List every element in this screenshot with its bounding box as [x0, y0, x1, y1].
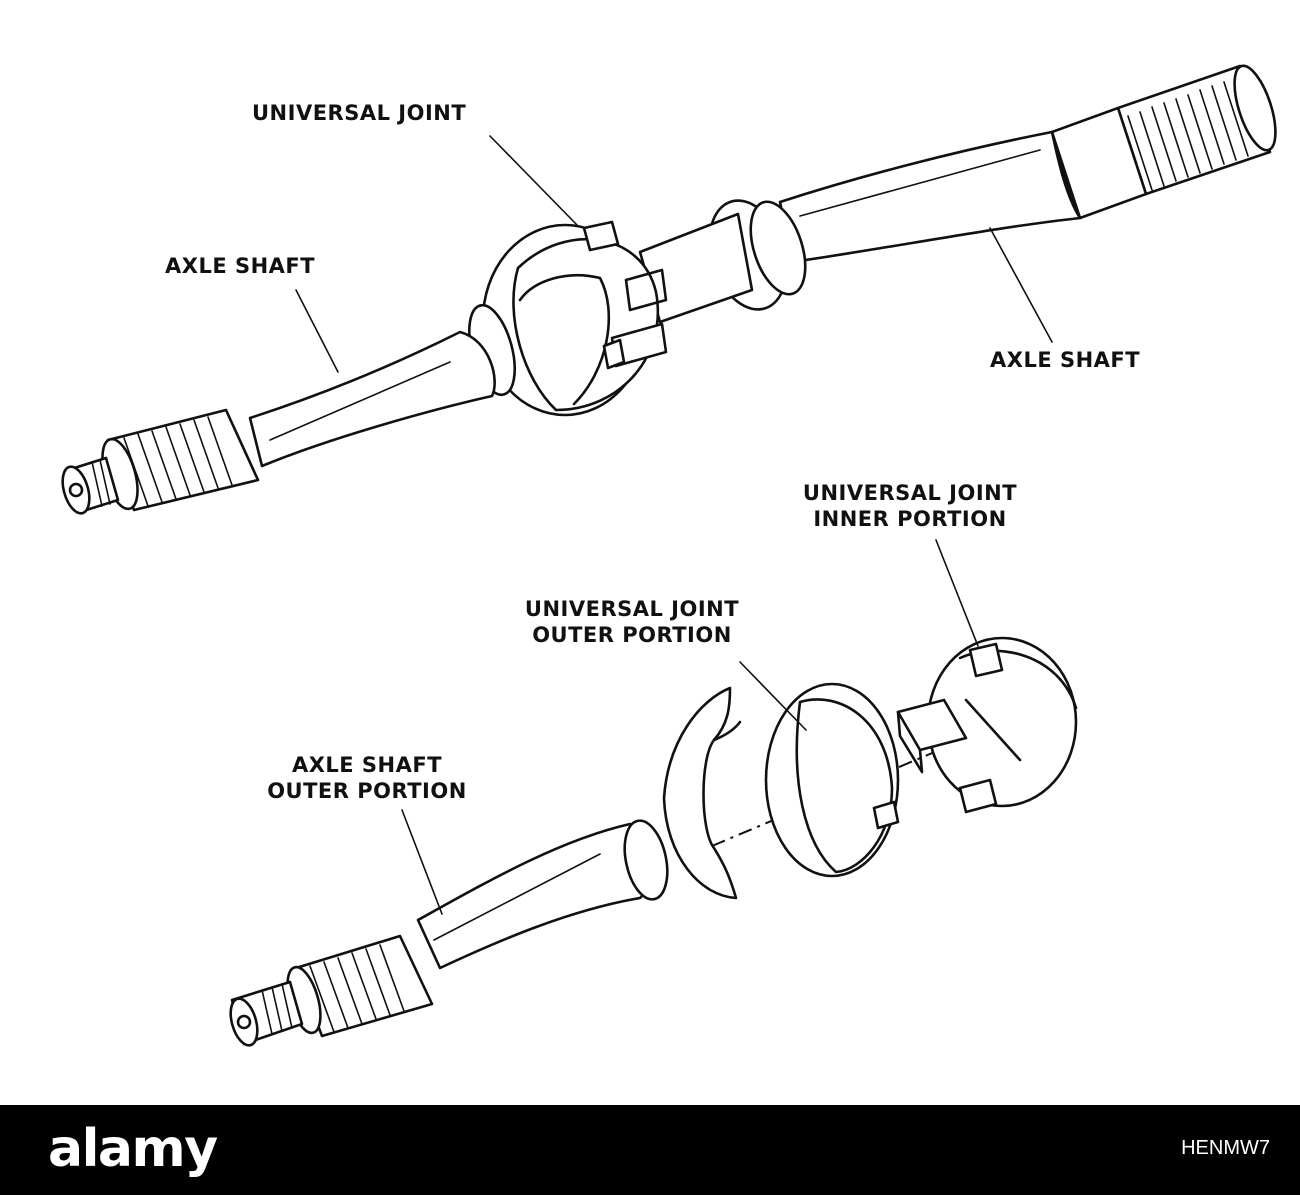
- axle-shaft-outer-portion-label: AXLE SHAFT OUTER PORTION: [258, 752, 476, 804]
- universal-joint-inner-portion: [896, 636, 1078, 814]
- universal-joint-outer-portion: [764, 682, 900, 878]
- lower-axle-shaft-tube: [416, 822, 649, 970]
- left-axle-shaft-label: AXLE SHAFT: [165, 254, 316, 278]
- alamy-logo[interactable]: alamy: [48, 1119, 218, 1179]
- assembled-axle-assembly: [61, 64, 1277, 515]
- outer-portion-leader: [739, 661, 807, 731]
- universal-joint-assembly: [468, 220, 668, 417]
- image-id: HENMW7: [1181, 1137, 1270, 1159]
- outer-portion-label-line-2: OUTER PORTION: [532, 623, 732, 647]
- outer-portion-label-line-1: UNIVERSAL JOINT: [524, 597, 740, 621]
- stock-footer-bar: alamy HENMW7: [0, 1105, 1300, 1195]
- universal-joint-leader: [489, 135, 579, 227]
- shaft-outer-label-line-2: OUTER PORTION: [267, 779, 467, 803]
- right-axle-shaft-leader: [989, 227, 1053, 343]
- axle-shaft-diagram: [61, 64, 1277, 1047]
- lower-splined-end: [229, 934, 434, 1047]
- universal-joint-label: UNIVERSAL JOINT: [252, 101, 467, 125]
- left-splined-end: [61, 408, 260, 515]
- left-axle-shaft-tube: [248, 330, 496, 468]
- inner-portion-label-line-1: UNIVERSAL JOINT: [802, 481, 1018, 505]
- inner-portion-leader: [935, 539, 979, 647]
- universal-joint-inner-portion-label: UNIVERSAL JOINT INNER PORTION: [782, 480, 1038, 532]
- right-splined-end: [1116, 64, 1277, 196]
- left-axle-shaft-leader: [295, 289, 339, 373]
- right-collar: [1050, 106, 1148, 220]
- shaft-outer-label-line-1: AXLE SHAFT: [291, 753, 443, 777]
- axle-shaft-yoke: [662, 686, 742, 900]
- shaft-outer-portion-leader: [401, 809, 443, 915]
- right-axle-shaft-label: AXLE SHAFT: [990, 348, 1141, 372]
- right-axle-shaft-tube: [778, 130, 1082, 264]
- exploded-view-assembly: [229, 539, 1078, 1047]
- inner-portion-label-line-2: INNER PORTION: [813, 507, 1007, 531]
- universal-joint-outer-portion-label: UNIVERSAL JOINT OUTER PORTION: [504, 596, 760, 648]
